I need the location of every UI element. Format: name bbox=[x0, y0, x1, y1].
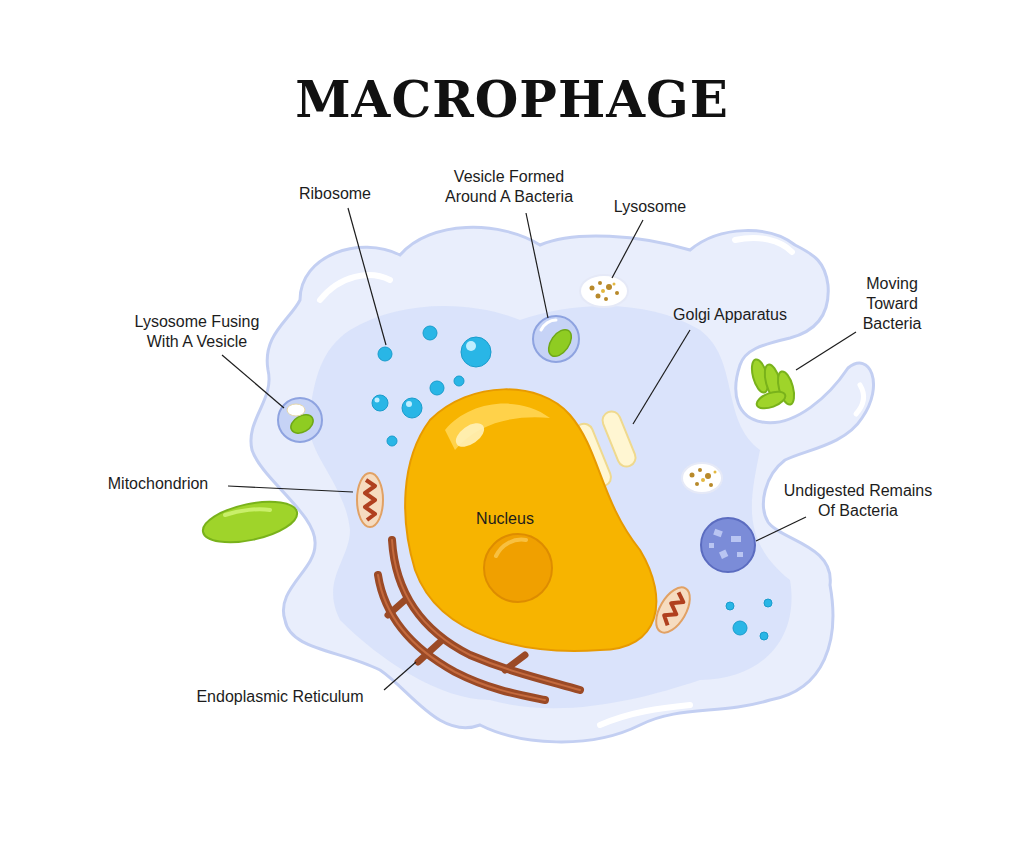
part-label: Lysosome bbox=[595, 197, 705, 217]
lysosome-fusing-vesicle bbox=[278, 398, 322, 442]
ribosome-highlights bbox=[375, 341, 477, 407]
leader-lines bbox=[222, 208, 856, 690]
diagram-title: MACROPHAGE bbox=[0, 70, 1024, 130]
part-label: Endoplasmic Reticulum bbox=[180, 687, 380, 707]
phagosome-vesicle bbox=[533, 316, 579, 362]
part-label: Mitochondrion bbox=[93, 474, 223, 494]
part-label: Moving Toward Bacteria bbox=[847, 274, 937, 334]
undigested-remains bbox=[701, 518, 755, 572]
part-label: Undigested Remains Of Bacteria bbox=[776, 481, 941, 521]
part-label: Ribosome bbox=[280, 184, 390, 204]
part-label: Vesicle Formed Around A Bacteria bbox=[429, 167, 589, 207]
organelle-name: Nucleus bbox=[476, 509, 534, 529]
part-label: Lysosome Fusing With A Vesicle bbox=[122, 312, 272, 352]
nucleus-shape: Nucleus bbox=[400, 380, 665, 655]
part-label: Golgi Apparatus bbox=[655, 305, 805, 325]
cell-body bbox=[251, 227, 874, 742]
